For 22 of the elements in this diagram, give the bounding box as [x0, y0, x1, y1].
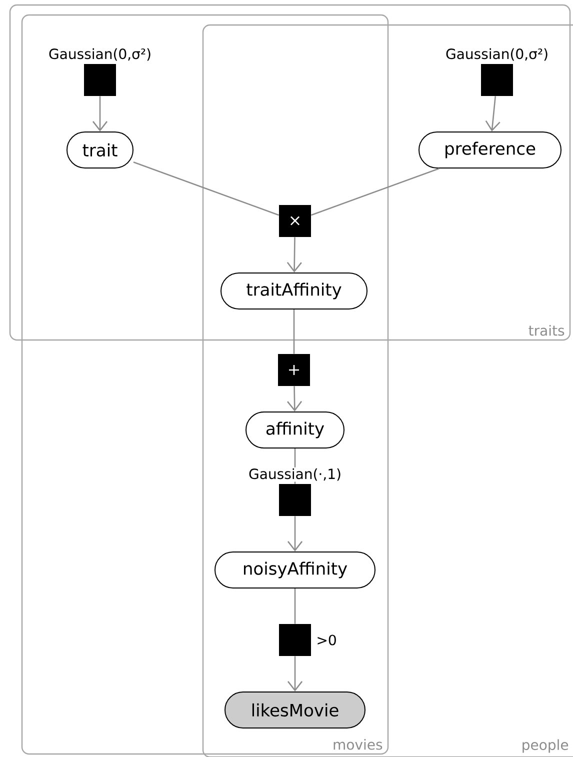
- factor-box: [84, 64, 116, 96]
- variable-node: preference: [418, 132, 562, 168]
- arrow: [287, 516, 303, 552]
- arrow: [287, 386, 302, 412]
- arrow: [287, 656, 303, 692]
- variable-node: noisyAffinity: [214, 552, 376, 588]
- factor-label: Gaussian(0,σ²): [444, 47, 550, 62]
- factor-box: +: [278, 354, 310, 386]
- variable-node: likesMovie: [224, 692, 366, 728]
- factor-label: Gaussian(0,σ²): [48, 47, 152, 62]
- variable-node: traitAffinity: [220, 272, 368, 310]
- arrow: [286, 237, 302, 272]
- variable-node: affinity: [246, 412, 344, 448]
- factor-label: >0: [315, 634, 338, 646]
- variable-node: trait: [66, 132, 134, 168]
- arrow: [92, 96, 108, 132]
- arrow: [485, 96, 500, 132]
- factor-box: [279, 484, 311, 516]
- factor-box: ×: [279, 205, 311, 237]
- factor-box: [279, 624, 311, 656]
- factor-box: [481, 64, 513, 96]
- factor-label: Gaussian(·,1): [248, 467, 342, 482]
